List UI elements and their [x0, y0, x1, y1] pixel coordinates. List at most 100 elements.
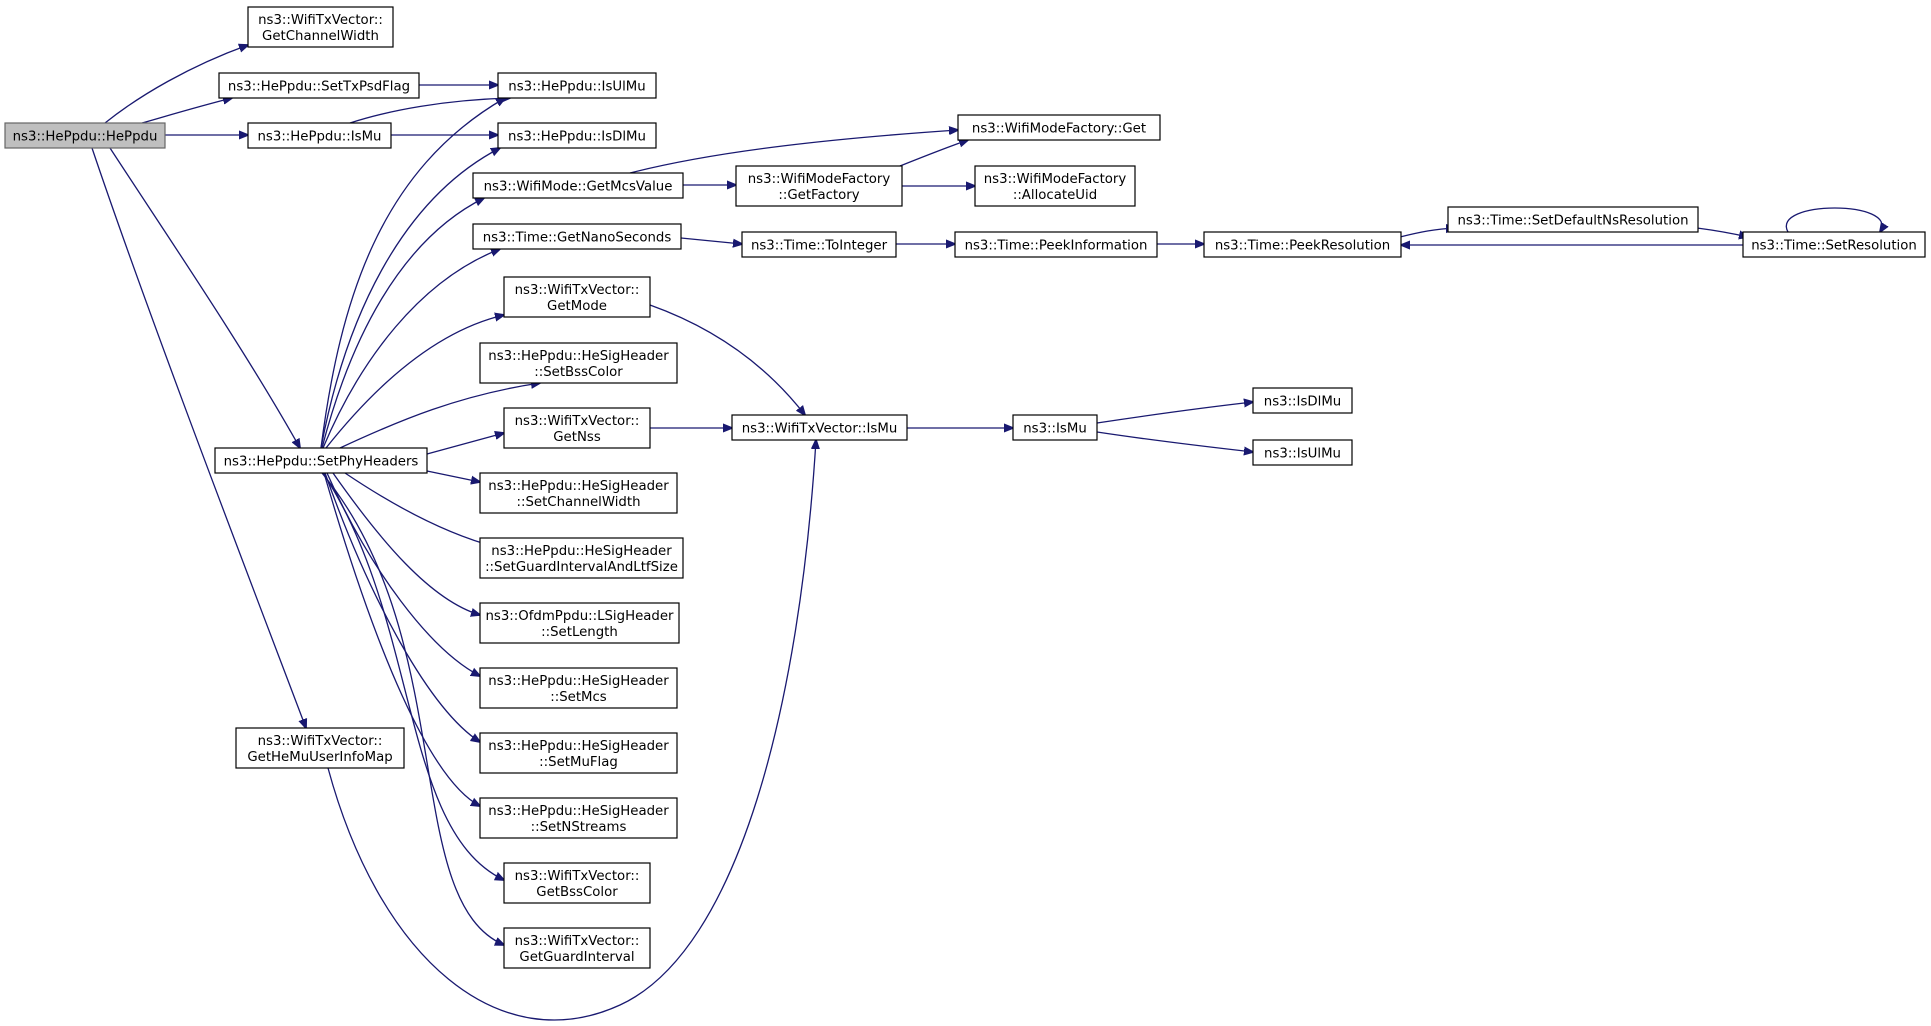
node-label: GetChannelWidth: [262, 29, 379, 44]
node-label: ::SetBssColor: [534, 365, 623, 380]
node-hpIsMu[interactable]: ns3::HePpdu::IsMu: [247, 122, 392, 149]
node-getMcsValue[interactable]: ns3::WifiMode::GetMcsValue: [472, 172, 684, 199]
node-setBssColor[interactable]: ns3::HePpdu::HeSigHeader::SetBssColor: [479, 342, 678, 384]
node-label: ns3::Time::SetResolution: [1751, 239, 1917, 254]
node-label: ns3::OfdmPpdu::LSigHeader: [485, 609, 674, 624]
node-label: ns3::Time::ToInteger: [751, 239, 888, 254]
node-wmfGet[interactable]: ns3::WifiModeFactory::Get: [957, 114, 1161, 141]
node-label: ns3::WifiModeFactory: [748, 172, 891, 187]
node-label: ::GetFactory: [778, 188, 859, 203]
edge-setPhyHeaders-to-setNStreams: [323, 472, 480, 806]
node-setTxPsdFlag[interactable]: ns3::HePpdu::SetTxPsdFlag: [218, 72, 420, 99]
edge-setPhyHeaders-to-setLength: [332, 472, 480, 615]
node-isDlMu[interactable]: ns3::HePpdu::IsDlMu: [497, 122, 657, 149]
edge-peekResolution-to-setDefaultNsResolution: [1399, 228, 1455, 238]
edge-setPhyHeaders-to-getNss: [426, 433, 504, 455]
node-getHeMuUserInfoMap[interactable]: ns3::WifiTxVector::GetHeMuUserInfoMap: [235, 727, 405, 769]
node-label: ::AllocateUid: [1013, 188, 1097, 203]
edge-getMcsValue-to-wmfGet: [629, 130, 958, 174]
node-setDefaultNsResolution[interactable]: ns3::Time::SetDefaultNsResolution: [1447, 206, 1699, 233]
node-label: ns3::IsDlMu: [1264, 395, 1341, 410]
edge-setPhyHeaders-to-getMcsValue: [321, 198, 484, 449]
node-label: ns3::HePpdu::IsMu: [258, 130, 382, 145]
node-wmfAllocateUid[interactable]: ns3::WifiModeFactory::AllocateUid: [974, 165, 1136, 207]
node-getMode[interactable]: ns3::WifiTxVector::GetMode: [503, 276, 651, 318]
node-root[interactable]: ns3::HePpdu::HePpdu: [4, 122, 166, 149]
edge-wmfGetFactory-to-wmfGet: [899, 140, 968, 167]
edge-setPhyHeaders-to-isUlMu: [320, 98, 505, 449]
node-label: ns3::IsMu: [1023, 422, 1087, 437]
node-label: ns3::WifiTxVector::IsMu: [742, 422, 898, 437]
node-label: GetNss: [553, 430, 601, 445]
edge-root-to-setPhyHeaders: [109, 147, 300, 448]
edge-setPhyHeaders-to-getMode: [325, 315, 504, 449]
node-peekResolution[interactable]: ns3::Time::PeekResolution: [1203, 231, 1402, 258]
edge-getNanoSeconds-to-toInteger: [680, 237, 742, 244]
node-label: ::SetChannelWidth: [516, 495, 640, 510]
node-setMuFlag[interactable]: ns3::HePpdu::HeSigHeader::SetMuFlag: [479, 732, 678, 774]
node-setChannelWidth[interactable]: ns3::HePpdu::HeSigHeader::SetChannelWidt…: [479, 472, 678, 514]
node-setNStreams[interactable]: ns3::HePpdu::HeSigHeader::SetNStreams: [479, 797, 678, 839]
node-setPhyHeaders[interactable]: ns3::HePpdu::SetPhyHeaders: [214, 447, 428, 474]
node-label: ns3::WifiTxVector::: [515, 283, 640, 298]
edge-setPhyHeaders-to-setMuFlag: [324, 472, 480, 742]
function-nodes: ns3::HePpdu::HePpduns3::WifiTxVector::Ge…: [4, 6, 1926, 969]
node-setMcs[interactable]: ns3::HePpdu::HeSigHeader::SetMcs: [479, 667, 678, 709]
node-label: ns3::HePpdu::HeSigHeader: [488, 804, 669, 819]
node-label: GetGuardInterval: [519, 950, 634, 965]
node-label: ::SetNStreams: [531, 820, 627, 835]
node-setLength[interactable]: ns3::OfdmPpdu::LSigHeader::SetLength: [479, 602, 680, 644]
node-label: GetHeMuUserInfoMap: [247, 750, 392, 765]
edge-root-to-getHeMuUserInfoMap: [91, 147, 306, 728]
node-getGuardInterval[interactable]: ns3::WifiTxVector::GetGuardInterval: [503, 927, 651, 969]
node-label: ns3::HePpdu::HePpdu: [13, 130, 158, 145]
node-peekInformation[interactable]: ns3::Time::PeekInformation: [954, 231, 1158, 258]
node-txvIsMu[interactable]: ns3::WifiTxVector::IsMu: [731, 414, 908, 441]
node-label: ::SetLength: [541, 625, 618, 640]
edge-root-to-getChannelWidth: [104, 45, 248, 124]
node-label: ns3::WifiTxVector::: [515, 869, 640, 884]
node-setGuardInterval[interactable]: ns3::HePpdu::HeSigHeader::SetGuardInterv…: [479, 537, 684, 579]
node-label: ns3::Time::PeekResolution: [1215, 239, 1390, 254]
node-label: ns3::Time::PeekInformation: [965, 239, 1148, 254]
node-toInteger[interactable]: ns3::Time::ToInteger: [741, 231, 897, 258]
node-getBssColor[interactable]: ns3::WifiTxVector::GetBssColor: [503, 862, 651, 904]
edge-setPhyHeaders-to-isDlMu: [320, 148, 500, 449]
node-label: ::SetGuardIntervalAndLtfSize: [485, 560, 678, 575]
edge-setPhyHeaders-to-getNanoSeconds: [322, 249, 500, 449]
node-wmfGetFactory[interactable]: ns3::WifiModeFactory::GetFactory: [735, 165, 903, 207]
node-isUlMu[interactable]: ns3::HePpdu::IsUlMu: [497, 72, 657, 99]
edge-setPhyHeaders-to-getGuardInterval: [321, 472, 504, 945]
node-label: ns3::HePpdu::HeSigHeader: [491, 544, 672, 559]
node-label: ns3::HePpdu::HeSigHeader: [488, 349, 669, 364]
node-label: ns3::WifiTxVector::: [515, 934, 640, 949]
node-label: ns3::WifiTxVector::: [258, 13, 383, 28]
node-label: ::SetMuFlag: [539, 755, 618, 770]
node-nsIsUlMu[interactable]: ns3::IsUlMu: [1252, 439, 1353, 466]
node-nsIsMu[interactable]: ns3::IsMu: [1012, 414, 1098, 441]
edge-setPhyHeaders-to-getBssColor: [322, 472, 504, 880]
edge-setPhyHeaders-to-setGuardInterval: [344, 472, 496, 547]
node-nsIsDlMu[interactable]: ns3::IsDlMu: [1252, 387, 1353, 414]
node-label: ns3::HePpdu::SetPhyHeaders: [224, 455, 419, 470]
edge-setDefaultNsResolution-to-setResolution: [1696, 227, 1748, 237]
call-edges: [91, 45, 1882, 1021]
node-getChannelWidth[interactable]: ns3::WifiTxVector::GetChannelWidth: [247, 6, 394, 48]
edge-hpIsMu-to-isUlMu: [349, 98, 510, 124]
node-label: GetBssColor: [536, 885, 618, 900]
node-label: ::SetMcs: [550, 690, 607, 705]
node-label: ns3::WifiMode::GetMcsValue: [484, 180, 673, 195]
node-getNanoSeconds[interactable]: ns3::Time::GetNanoSeconds: [472, 223, 682, 250]
node-label: ns3::WifiModeFactory::Get: [972, 122, 1146, 137]
node-label: ns3::HePpdu::IsUlMu: [508, 80, 645, 95]
node-label: ns3::WifiModeFactory: [984, 172, 1127, 187]
edge-root-to-setTxPsdFlag: [141, 98, 232, 124]
node-getNss[interactable]: ns3::WifiTxVector::GetNss: [503, 407, 651, 449]
node-setResolution[interactable]: ns3::Time::SetResolution: [1742, 231, 1926, 258]
edge-setResolution-to-setResolution: [1785, 207, 1882, 232]
node-label: ns3::IsUlMu: [1264, 447, 1341, 462]
edge-nsIsMu-to-nsIsUlMu: [1096, 431, 1253, 452]
node-label: GetMode: [547, 299, 607, 314]
node-label: ns3::WifiTxVector::: [515, 414, 640, 429]
